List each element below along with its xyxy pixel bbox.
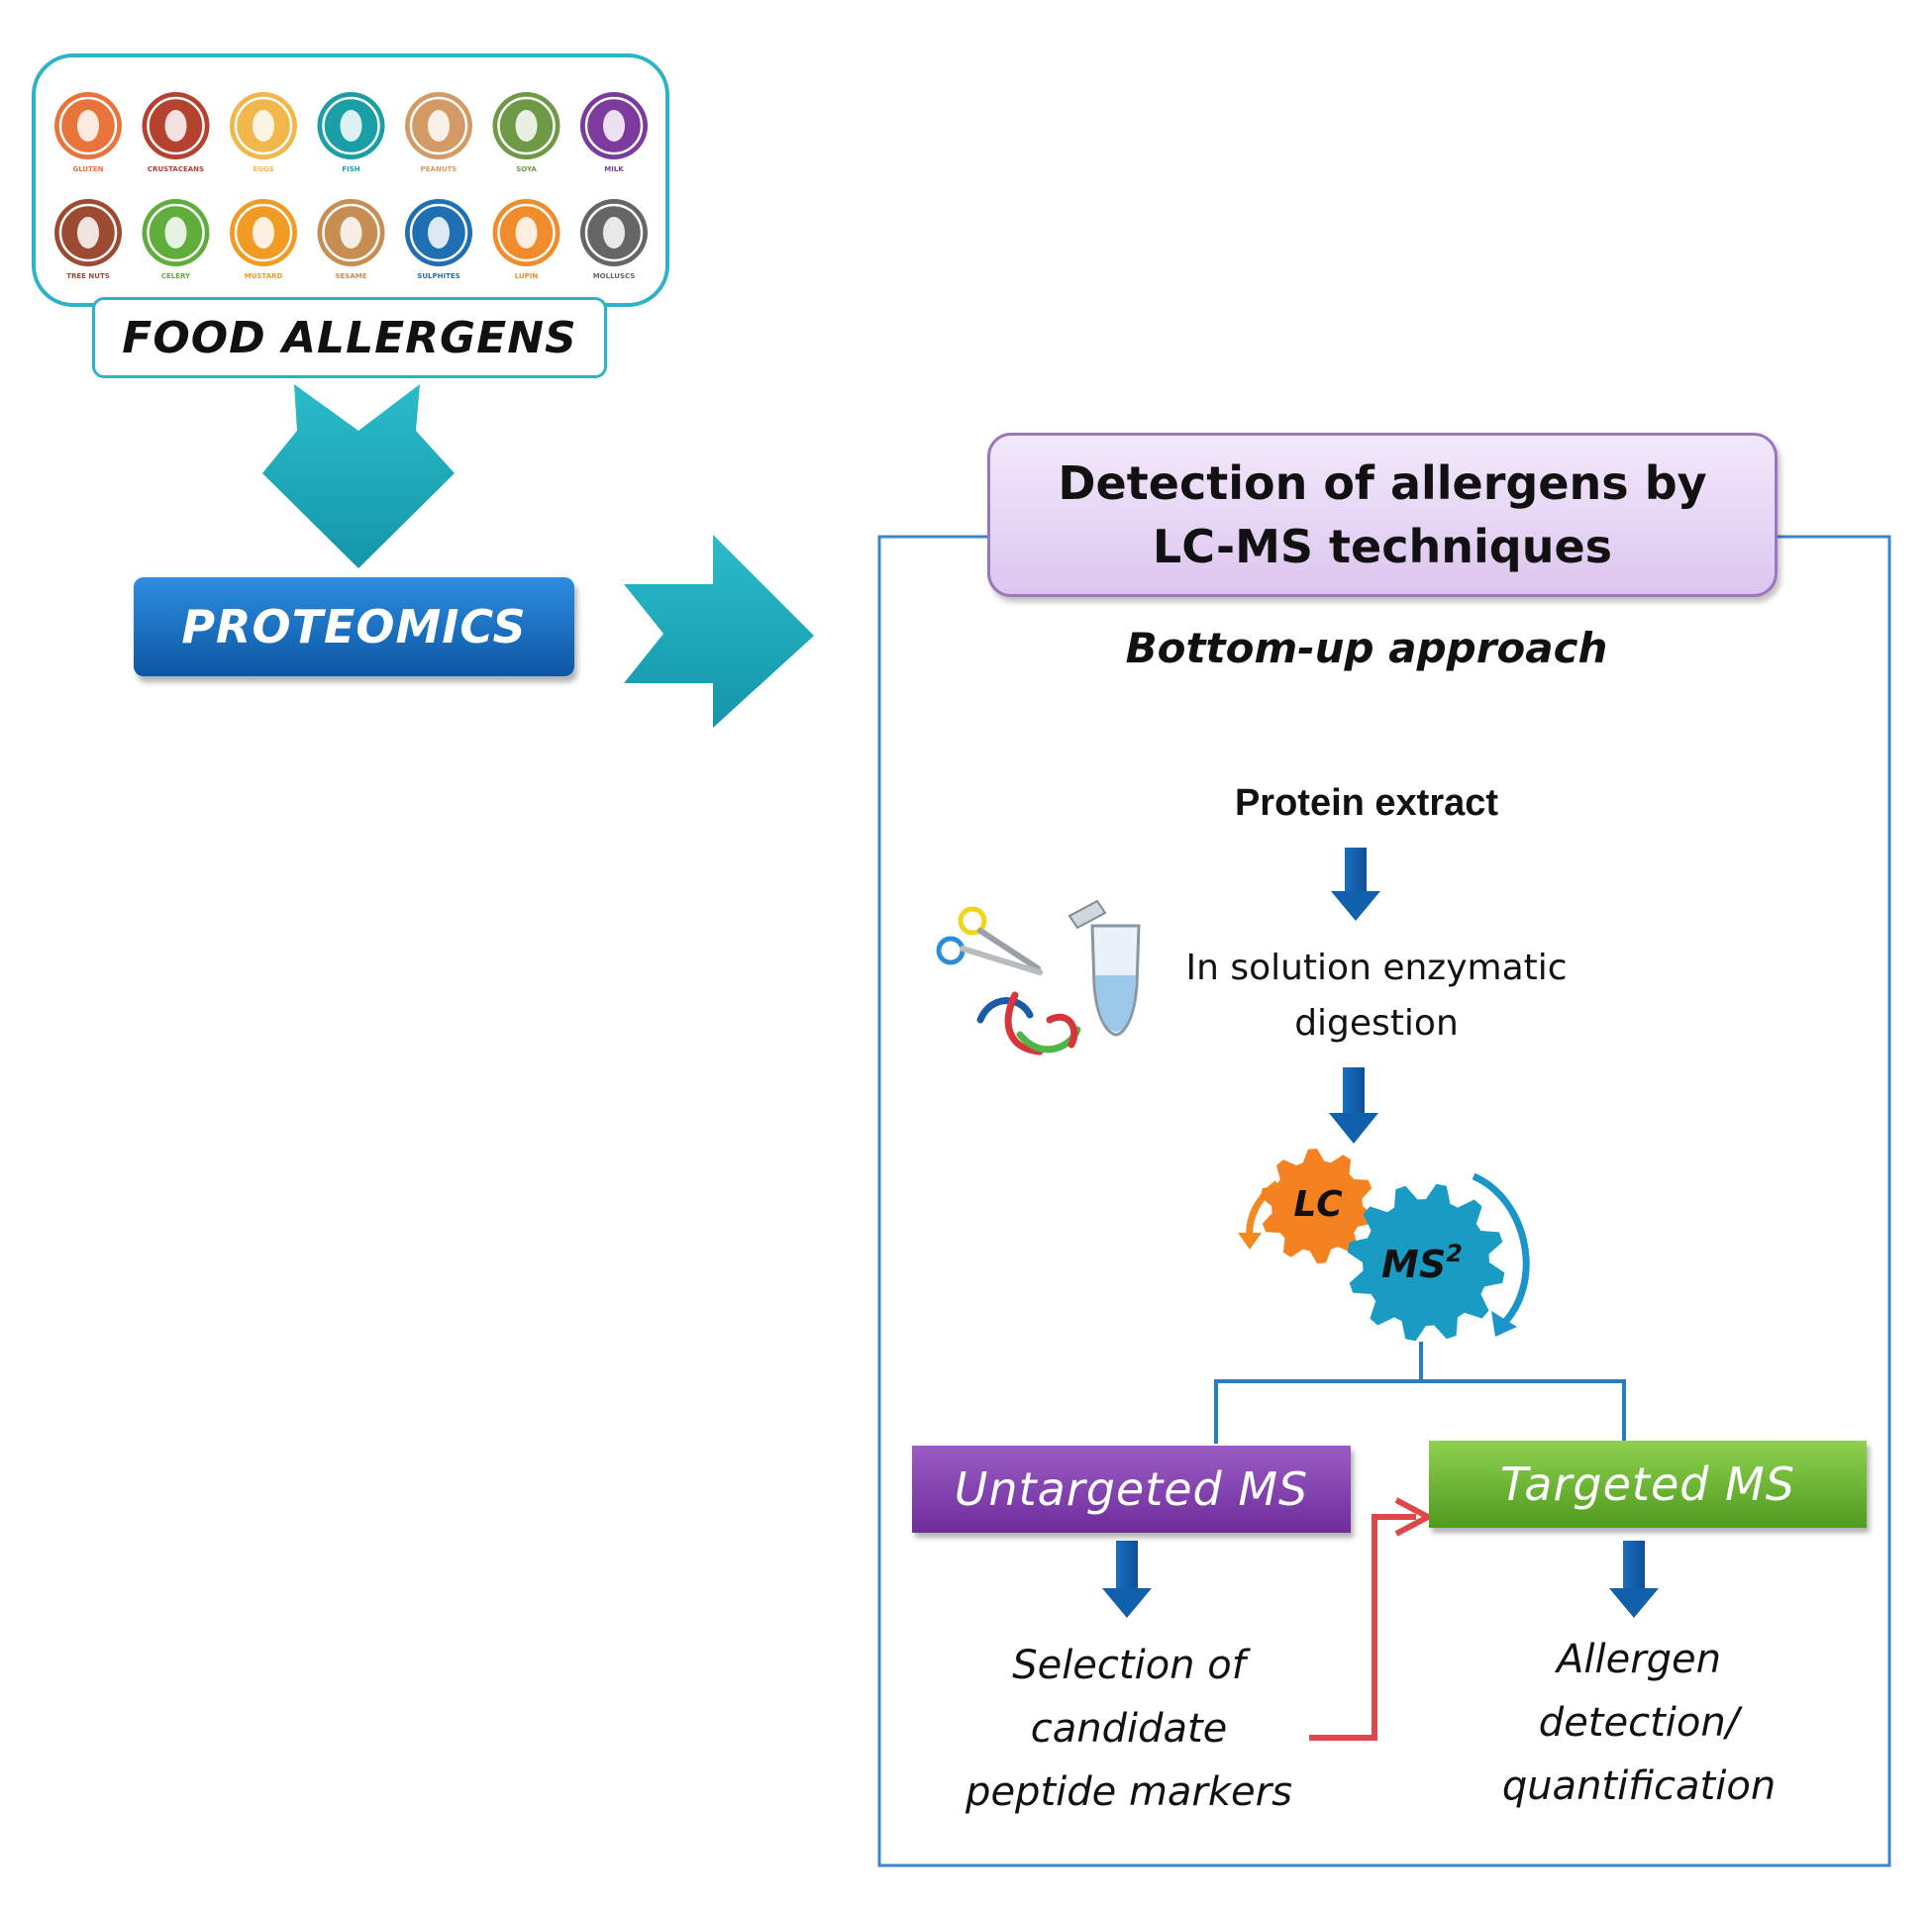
untargeted-ms-box: Untargeted MS [912,1446,1351,1533]
soy-pod-icon: SOYA [492,92,560,173]
shell-icon: MOLLUSCS [580,199,648,280]
crab-icon: CRUSTACEANS [142,92,210,173]
targeted-outcome-line1: Allergen [1557,1637,1721,1682]
untargeted-outcome-line1: Selection of [1012,1643,1246,1688]
mustard-bottle-icon: MUSTARD [230,199,297,280]
food-allergens-label: FOOD ALLERGENS [92,297,607,378]
lc-label: LC [1293,1184,1343,1225]
process-arrow-untargeted [1102,1541,1152,1618]
process-arrow-2 [1329,1067,1378,1144]
allergen-label: GLUTEN [72,165,103,173]
untargeted-outcome-line3: peptide markers [966,1769,1292,1815]
allergen-label: LUPIN [515,272,539,280]
down-arrow-to-proteomics [262,384,455,568]
process-arrow-targeted [1609,1541,1659,1618]
branch-connector [1214,1342,1626,1444]
flask-icon: SULPHITES [405,199,472,280]
walnut-icon: TREE NUTS [54,199,122,280]
allergen-label: CELERY [161,272,191,280]
allergen-label: EGGS [253,165,273,173]
egg-icon: EGGS [230,92,297,173]
lupin-seed-icon: LUPIN [492,199,560,280]
proteomics-box: PROTEOMICS [134,577,574,676]
lc-gear-icon [1238,1149,1374,1263]
allergen-label: MOLLUSCS [593,272,636,280]
approach-label: Bottom-up approach [1125,624,1608,672]
allergen-icons: GLUTEN CRUSTACEANS EGGS FISH PEANUTS SOYA MILK… [54,92,648,280]
digestion-line1: In solution enzymatic [1185,948,1568,988]
targeted-outcome: Allergen detection/ quantification [1441,1628,1837,1818]
allergen-label: TREE NUTS [66,272,110,280]
targeted-outcome-line3: quantification [1501,1763,1777,1809]
allergen-label: SESAME [335,272,366,280]
detection-title: Detection of allergens by LC-MS techniqu… [987,433,1778,597]
process-arrow-1 [1331,848,1380,921]
peanut-icon: PEANUTS [405,92,472,173]
detection-title-line2: LC-MS techniques [1152,520,1613,573]
right-arrow-to-detection [624,535,814,728]
allergen-label: PEANUTS [421,165,458,173]
digestion-line2: digestion [1294,1003,1459,1044]
eppendorf-tube-icon [1068,899,1141,1037]
untargeted-outcome: Selection of candidate peptide markers [916,1634,1342,1824]
sesame-icon: SESAME [317,199,385,280]
feedback-arrow [1309,1497,1435,1741]
scissors-icon [936,906,1043,975]
ms2-label: MS2 [1381,1240,1463,1286]
ms2-text: MS [1381,1243,1446,1286]
allergen-label: MILK [604,165,624,173]
wheat-icon: GLUTEN [54,92,122,173]
allergen-label: FISH [342,165,359,173]
allergen-label: CRUSTACEANS [148,165,204,173]
celery-icon: CELERY [142,199,210,280]
ms2-superscript: 2 [1446,1240,1463,1267]
allergen-label: SOYA [516,165,537,173]
milk-carton-icon: MILK [580,92,648,173]
peptide-fragments-icon [976,991,1081,1056]
fish-icon: FISH [317,92,385,173]
digestion-label: In solution enzymatic digestion [1139,941,1614,1052]
ms2-gear-icon [1347,1172,1530,1342]
untargeted-outcome-line2: candidate [1030,1706,1228,1752]
protein-extract-label: Protein extract [1234,782,1499,824]
allergen-label: SULPHITES [417,272,459,280]
targeted-ms-box: Targeted MS [1429,1441,1867,1528]
detection-title-line1: Detection of allergens by [1058,456,1707,510]
targeted-outcome-line2: detection/ [1538,1700,1740,1746]
allergen-label: MUSTARD [245,272,283,280]
